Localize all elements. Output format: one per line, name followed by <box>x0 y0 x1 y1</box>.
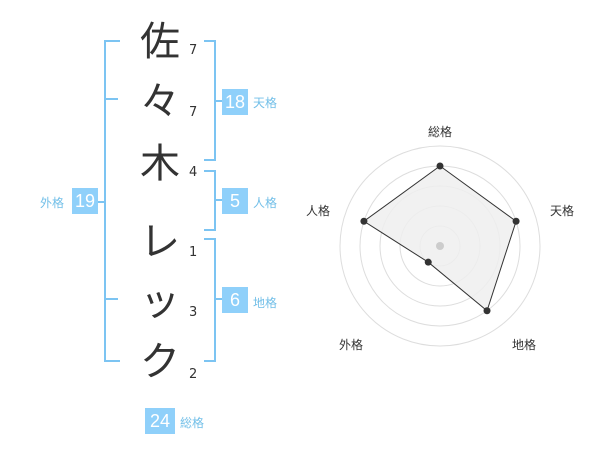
radar-axis-label-soukaku: 総格 <box>427 125 452 139</box>
chikaku-score-badge: 6 <box>222 287 248 313</box>
radar-axis-label-jinkaku: 人格 <box>305 204 330 218</box>
radar-point-5 <box>360 217 368 225</box>
stroke-count-2: 7 <box>189 105 198 120</box>
name-char-1: 佐 <box>140 19 180 65</box>
bracket-tick <box>106 98 118 100</box>
radar-axis-label-chikaku: 地格 <box>511 338 536 352</box>
tenkaku-label: 天格 <box>253 96 278 110</box>
radar-center-dot <box>436 242 444 250</box>
bracket-connector <box>216 199 222 201</box>
radar-ring <box>339 145 541 347</box>
jinkaku-label: 人格 <box>253 196 278 210</box>
name-char-6: ク <box>140 339 180 385</box>
stroke-count-4: 1 <box>189 245 198 260</box>
tenkaku-bracket <box>204 40 216 161</box>
radar-point-1 <box>436 162 444 170</box>
bracket-tick <box>106 298 118 300</box>
chikaku-label: 地格 <box>253 296 278 310</box>
radar-point-2 <box>512 217 520 225</box>
name-char-3: 木 <box>140 141 180 187</box>
radar-axis-label-tenkaku: 天格 <box>549 204 574 218</box>
name-char-2: 々 <box>140 79 180 125</box>
bracket-connector <box>96 201 104 203</box>
bracket-connector <box>216 298 222 300</box>
radar-value-polygon <box>363 165 517 312</box>
tenkaku-score-badge: 18 <box>222 89 248 115</box>
jinkaku-score-badge: 5 <box>222 188 248 214</box>
gaikaku-label: 外格 <box>40 196 65 210</box>
stroke-count-6: 2 <box>189 367 198 382</box>
gaikaku-score-badge: 19 <box>72 188 98 214</box>
gaikaku-bracket <box>104 40 120 362</box>
chikaku-bracket <box>204 238 216 362</box>
radar-axis-label-gaikaku: 外格 <box>338 338 363 352</box>
stroke-count-3: 4 <box>189 165 198 180</box>
soukaku-score-badge: 24 <box>145 408 175 434</box>
radar-point-4 <box>424 258 432 266</box>
stroke-count-5: 3 <box>189 305 198 320</box>
stroke-count-1: 7 <box>189 43 198 58</box>
name-char-4: レ <box>140 219 180 265</box>
bracket-connector <box>216 100 222 102</box>
name-char-5: ッ <box>140 279 180 325</box>
jinkaku-bracket <box>204 170 216 231</box>
radar-point-3 <box>483 307 491 315</box>
soukaku-label: 総格 <box>180 416 205 430</box>
